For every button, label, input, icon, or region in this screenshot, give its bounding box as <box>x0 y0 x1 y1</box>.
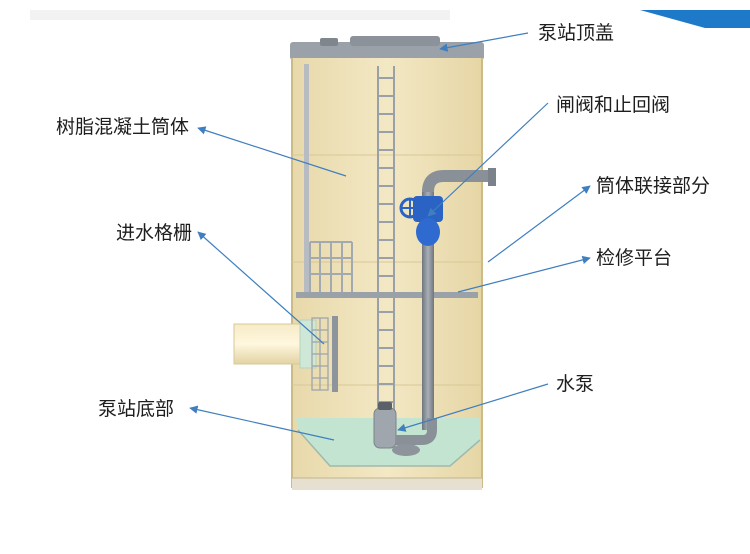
leader-service-platform <box>457 255 591 293</box>
label-pump: 水泵 <box>556 373 595 395</box>
top-cover <box>290 42 484 60</box>
inlet-pipe-collar <box>299 319 317 369</box>
discharge-pipe <box>422 190 434 430</box>
header-ghost-strip <box>30 10 450 20</box>
leader-shell <box>197 126 347 177</box>
leader-shell-joint <box>487 185 591 263</box>
label-service-platform: 检修平台 <box>596 247 673 269</box>
label-station-bottom: 泵站底部 <box>98 398 175 420</box>
leader-lines <box>189 32 591 441</box>
leader-pump <box>397 383 549 432</box>
top-cover-hatch <box>350 36 440 46</box>
pump <box>373 402 437 456</box>
label-gate-check-valve: 闸阀和止回阀 <box>556 94 671 116</box>
inlet-screen-frame <box>332 316 338 392</box>
platform-railing <box>309 241 353 292</box>
discharge-elbow <box>422 170 488 193</box>
label-resin-concrete-shell: 树脂混凝土筒体 <box>56 116 190 138</box>
leader-gate-check-valve <box>427 102 549 217</box>
accent-bar <box>640 10 750 28</box>
label-shell-joint: 筒体联接部分 <box>596 175 711 197</box>
inlet-pipe <box>233 323 305 365</box>
leader-station-bottom <box>189 405 335 441</box>
ladder <box>377 66 395 412</box>
inlet-screen <box>311 317 329 391</box>
station-bottom-slope <box>297 429 481 467</box>
label-top-cover: 泵站顶盖 <box>538 22 615 44</box>
leader-inlet-screen <box>197 231 325 345</box>
station-bottom-base <box>292 478 482 490</box>
top-cover-knob <box>320 38 338 46</box>
leader-top-cover <box>439 32 529 52</box>
service-platform <box>296 292 478 298</box>
discharge-flange <box>488 168 496 186</box>
label-inlet-screen: 进水格栅 <box>116 222 193 244</box>
vent-pipe <box>304 64 309 296</box>
